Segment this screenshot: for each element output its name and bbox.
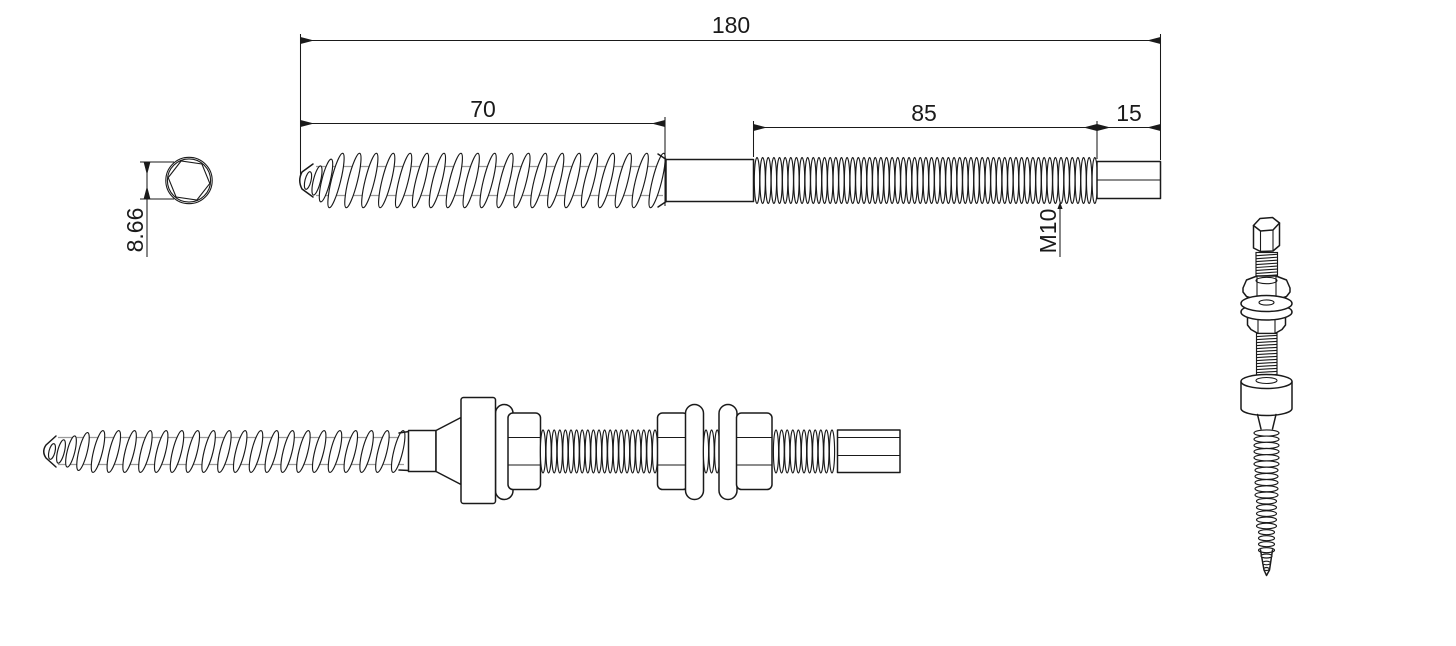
hex-drive-end [1096,160,1162,200]
assembly-machine-thread-3 [772,429,836,474]
hex-nut-3 [735,412,773,491]
dimension-hex-across-flats: 8.66 [122,161,174,257]
iso-washers [1240,294,1293,321]
hex-across-flats-label: 8.66 [122,208,148,253]
end-view: 8.66 [122,156,213,257]
screw-tip [299,163,314,198]
isometric-view [1240,216,1293,577]
machine-thread [753,156,1099,205]
iso-wood-thread [1253,429,1280,577]
dimension-wood-thread-length: 70 [301,96,666,206]
assembly-hex-drive-end [836,429,901,474]
overall-length-label: 180 [712,12,750,38]
dimension-machine-thread-length: 85 [752,100,1098,159]
iso-screw-tip [1259,549,1274,577]
wood-thread-taper [303,158,334,203]
machine-thread-length-label: 85 [911,100,937,126]
iso-sealing-washer [1240,373,1293,417]
dimension-overall-length: 180 [299,12,1162,176]
assembly-wood-thread [90,430,406,473]
thread-root-circle [166,158,212,203]
iso-neck [1256,413,1277,430]
iso-rod-thread [1255,332,1278,380]
washer-1 [684,403,705,501]
assembly-shank [407,429,437,473]
plain-shank [665,158,755,203]
wood-thread [327,152,666,209]
iso-hex-head [1252,216,1281,253]
assembly-machine-thread-2 [702,429,721,474]
assembly-machine-thread-1 [539,429,659,474]
hex-drive-length-label: 15 [1116,100,1142,126]
hex-nut-2 [656,412,689,491]
assembly-thread-taper [47,431,90,472]
hex-profile [167,160,211,201]
side-view-dimensioned: 180 70 85 15 M10 [299,12,1162,257]
cone-seat [435,416,462,486]
iso-upper-thread [1255,251,1279,277]
thread-crest-circle [165,156,213,205]
thread-designation-label: M10 [1035,209,1061,254]
sealing-washer-block [460,396,497,505]
wood-thread-length-label: 70 [470,96,496,122]
hex-nut-1 [507,412,542,491]
thread-designation-leader: M10 [1035,202,1063,257]
assembly-screw-tip [43,435,57,468]
assembly-side-view [43,396,901,505]
washer-2 [718,403,738,501]
iso-nut-upper [1242,275,1291,301]
dimension-hex-drive-length: 15 [1097,100,1160,131]
